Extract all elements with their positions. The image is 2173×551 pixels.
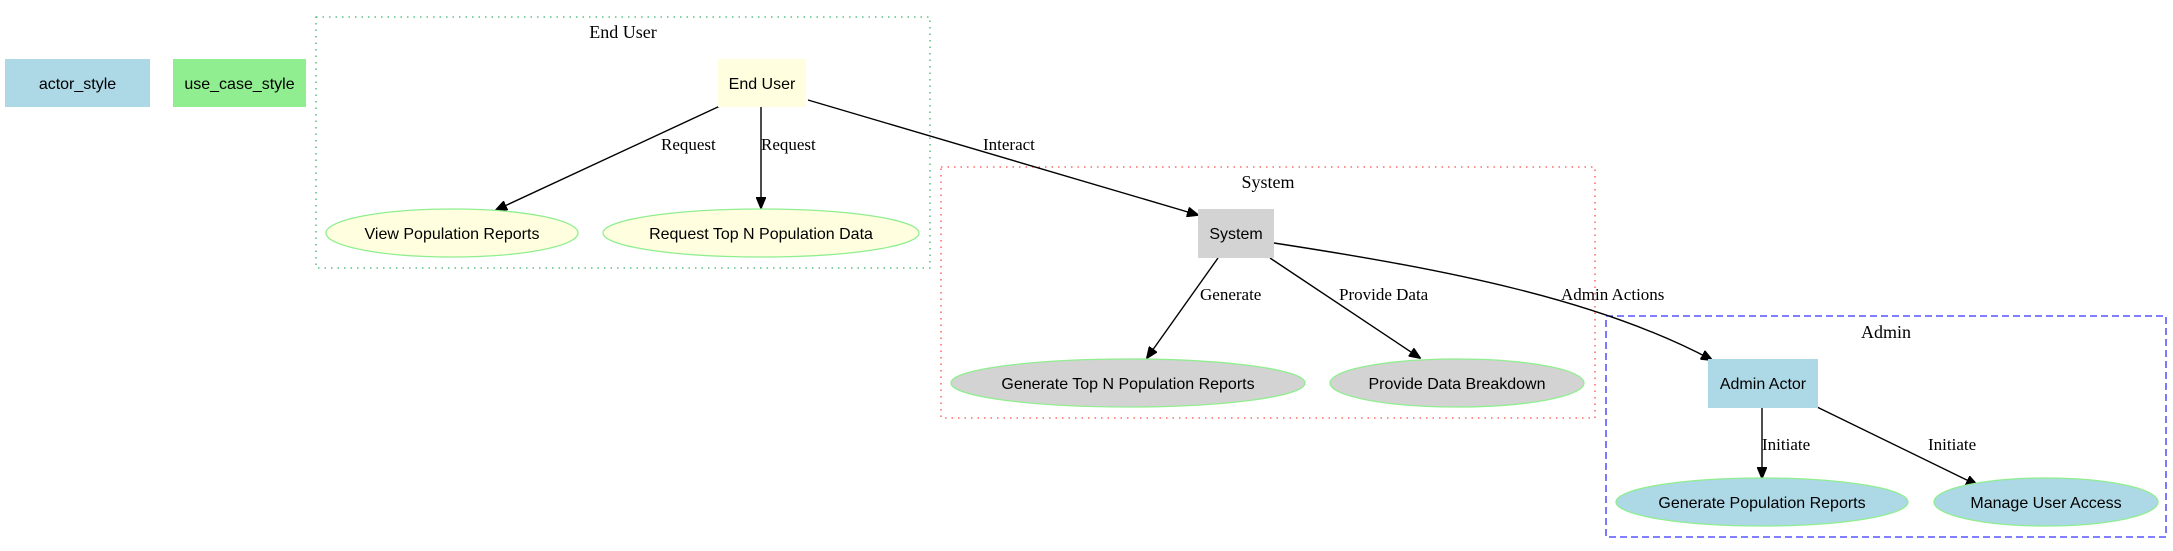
use-case-generate-population-reports[interactable]: Generate Population Reports <box>1615 477 1909 527</box>
use-case-provide-data-breakdown[interactable]: Provide Data Breakdown <box>1329 358 1585 408</box>
legend-use-case-style-label: use_case_style <box>184 76 294 93</box>
edge-interact: Interact <box>807 99 1198 215</box>
cluster-system-label: System <box>1241 172 1294 192</box>
use-case-provide-data-breakdown-label: Provide Data Breakdown <box>1369 376 1546 393</box>
node-end-user-label: End User <box>729 76 796 93</box>
edge-request-view-label: Request <box>661 135 716 154</box>
cluster-end-user: End User <box>315 16 931 269</box>
edge-generate: Generate <box>1147 257 1261 358</box>
edge-admin-actions: Admin Actions <box>1273 242 1712 360</box>
node-admin-actor[interactable]: Admin Actor <box>1708 359 1818 408</box>
use-case-request-top-n[interactable]: Request Top N Population Data <box>602 208 920 258</box>
legend-actor-style-label: actor_style <box>39 76 116 93</box>
node-system[interactable]: System <box>1198 209 1274 258</box>
cluster-admin-label: Admin <box>1861 322 1911 342</box>
edge-provide-data: Provide Data <box>1269 257 1429 358</box>
edge-initiate-reports: Initiate <box>1762 408 1810 478</box>
edge-request-topn: Request <box>761 107 816 208</box>
legend-actor-style: actor_style <box>5 59 150 107</box>
use-case-generate-population-reports-label: Generate Population Reports <box>1658 495 1865 512</box>
edge-initiate-access: Initiate <box>1816 406 1977 485</box>
node-end-user[interactable]: End User <box>718 59 806 107</box>
use-case-request-top-n-label: Request Top N Population Data <box>649 226 873 243</box>
edge-initiate-access-label: Initiate <box>1928 435 1976 454</box>
use-case-manage-user-access-label: Manage User Access <box>1970 495 2121 512</box>
edge-initiate-reports-label: Initiate <box>1762 435 1810 454</box>
use-case-generate-top-n-label: Generate Top N Population Reports <box>1001 376 1254 393</box>
node-system-label: System <box>1209 226 1262 243</box>
use-case-generate-top-n[interactable]: Generate Top N Population Reports <box>950 358 1306 408</box>
edge-request-view: Request <box>496 105 721 210</box>
cluster-admin: Admin <box>1605 315 2167 538</box>
cluster-system: System <box>940 166 1596 419</box>
legend-use-case-style: use_case_style <box>173 59 306 107</box>
edge-interact-label: Interact <box>983 135 1035 154</box>
cluster-end-user-label: End User <box>589 22 656 42</box>
node-admin-actor-label: Admin Actor <box>1720 376 1807 393</box>
edge-provide-data-label: Provide Data <box>1339 285 1429 304</box>
edge-request-topn-label: Request <box>761 135 816 154</box>
use-case-view-population-reports-label: View Population Reports <box>365 226 540 243</box>
use-case-manage-user-access[interactable]: Manage User Access <box>1933 477 2159 527</box>
use-case-view-population-reports[interactable]: View Population Reports <box>325 208 579 258</box>
edge-generate-label: Generate <box>1200 285 1261 304</box>
edge-admin-actions-label: Admin Actions <box>1561 285 1664 304</box>
